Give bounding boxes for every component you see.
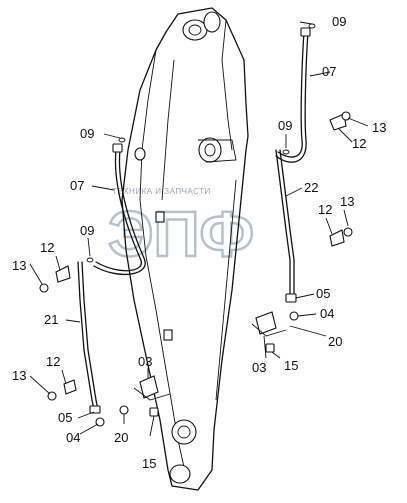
leader-lines <box>29 21 369 437</box>
callout-09-mid-right: 09 <box>278 118 292 133</box>
watermark: ТЕХНИКА И ЗАПЧАСТИ ЭПФ <box>107 187 256 271</box>
callout-12-bottom-left: 12 <box>46 354 60 369</box>
pipe-22 <box>275 149 291 297</box>
callout-13-top: 13 <box>372 120 386 135</box>
callout-03-bottom: 03 <box>138 354 152 369</box>
callout-22: 22 <box>304 180 318 195</box>
callout-07-left: 07 <box>70 178 84 193</box>
hose-07-left <box>95 149 143 272</box>
callout-07-top: 07 <box>322 64 336 79</box>
callout-13-bottom-left: 13 <box>12 368 26 383</box>
callout-05-bottom: 05 <box>58 410 72 425</box>
callout-04-bottom: 04 <box>66 430 80 445</box>
callout-13-right: 13 <box>340 194 354 209</box>
watermark-text: ТЕХНИКА И ЗАПЧАСТИ <box>112 187 211 196</box>
callout-13-left: 13 <box>12 258 26 273</box>
hoses <box>77 27 311 414</box>
watermark-logo: ЭПФ <box>108 198 254 270</box>
callout-20-right: 20 <box>328 334 342 349</box>
callout-03-right: 03 <box>252 360 266 375</box>
fittings <box>39 23 353 427</box>
callout-05-right: 05 <box>316 286 330 301</box>
callout-12-left: 12 <box>40 240 54 255</box>
callout-15-right: 15 <box>284 358 298 373</box>
hose-07-top <box>277 31 305 158</box>
callout-09-left-low: 09 <box>80 223 94 238</box>
callout-09-top: 09 <box>332 14 346 29</box>
callout-09-left: 09 <box>80 126 94 141</box>
callout-04-right: 04 <box>320 306 334 321</box>
callout-20-bottom: 20 <box>114 430 128 445</box>
callouts: 09 07 13 12 09 22 09 07 09 12 13 12 13 2… <box>12 14 386 471</box>
pipe-21 <box>77 261 95 411</box>
callout-15-bottom: 15 <box>142 456 156 471</box>
callout-21: 21 <box>44 312 58 327</box>
callout-12-top: 12 <box>352 136 366 151</box>
callout-12-right: 12 <box>318 202 332 217</box>
arm-body <box>121 7 249 491</box>
